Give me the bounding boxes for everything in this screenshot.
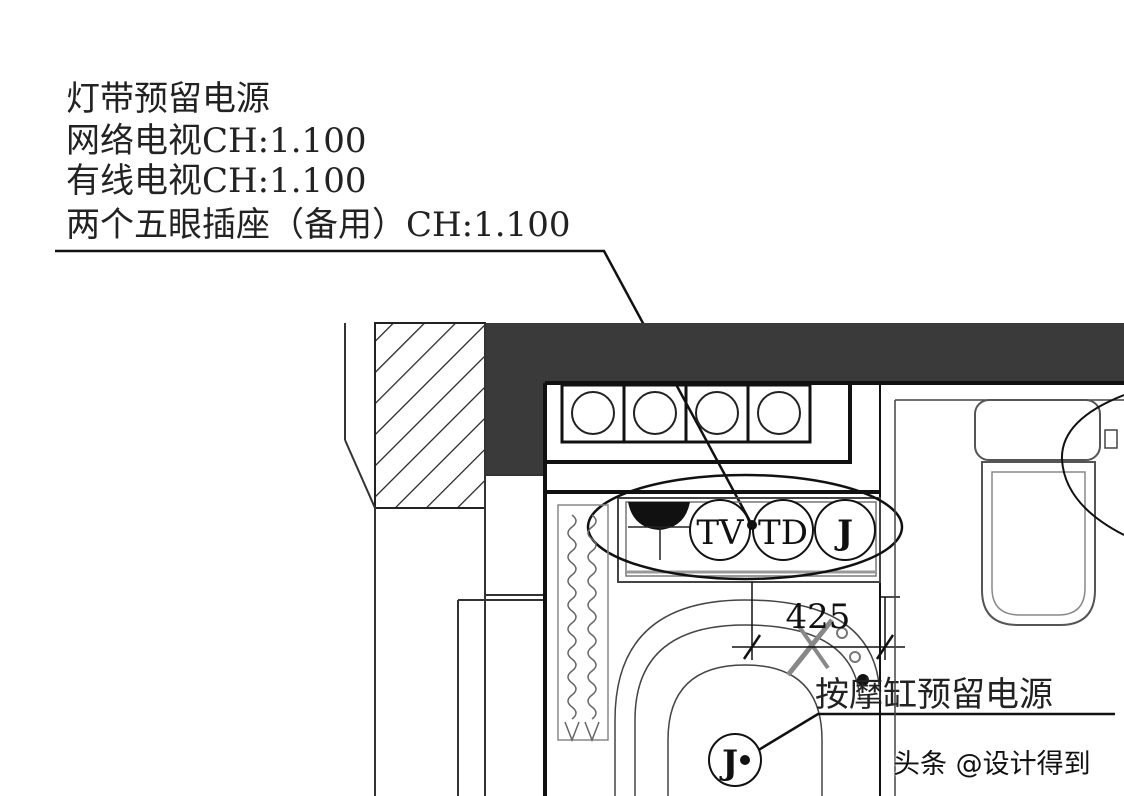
td-label: TD: [758, 513, 808, 553]
basin-icon: [628, 502, 690, 530]
walls: [344, 322, 1124, 796]
hatched-wall: [374, 322, 486, 509]
annotation-notes: 灯带预留电源 网络电视CH:1.100 有线电视CH:1.100 两个五眼插座（…: [55, 79, 754, 526]
wall-top: [485, 323, 1124, 383]
note-light-strip-power: 灯带预留电源: [66, 79, 270, 119]
note-cable-tv: 有线电视CH:1.100: [66, 161, 366, 201]
note-network-tv: 网络电视CH:1.100: [66, 121, 366, 161]
towel-heater: [557, 504, 609, 743]
wall-left-column: [485, 323, 545, 475]
toilet: [894, 394, 1124, 796]
dimension-value: 425: [786, 597, 851, 637]
tub-power-text: 按摩缸预留电源: [815, 675, 1053, 715]
socket-junction: J: [814, 499, 876, 561]
socket-td: TD: [752, 499, 814, 561]
tub-power-label: 按摩缸预留电源 J: [708, 675, 1115, 787]
note-spare-sockets: 两个五眼插座（备用）CH:1.100: [66, 205, 570, 245]
watermark: 头条 @设计得到: [893, 749, 1091, 780]
socket-tv: TV: [689, 499, 751, 561]
highlight-ellipse: [586, 473, 904, 581]
light-cabinet: [545, 383, 881, 796]
dimension-425: 425: [732, 582, 905, 660]
tub-j-label: J: [719, 743, 738, 783]
j-label: J: [834, 513, 853, 553]
leader-dot: [747, 520, 757, 530]
leader-line: [55, 249, 754, 526]
tv-label: TV: [696, 513, 745, 553]
